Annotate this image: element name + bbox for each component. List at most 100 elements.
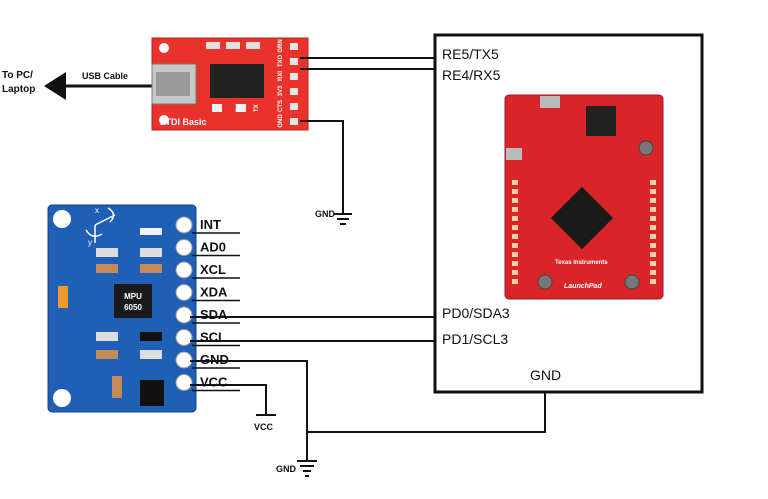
mpu-pin-label-int: INT bbox=[200, 217, 221, 232]
component-icon bbox=[226, 42, 240, 49]
component-icon bbox=[112, 376, 122, 398]
pin-hole-icon bbox=[175, 374, 193, 391]
component-icon bbox=[140, 264, 162, 273]
mcu-chip-icon bbox=[550, 186, 614, 250]
header-pin-icon bbox=[650, 279, 656, 284]
header-pin-icon bbox=[650, 189, 656, 194]
pin-hole-icon bbox=[175, 351, 193, 369]
header-pin-icon bbox=[650, 261, 656, 266]
pin-hole-icon bbox=[175, 216, 193, 234]
header-pin-icon bbox=[290, 73, 298, 80]
header-pin-icon bbox=[650, 252, 656, 257]
launchpad-model: LaunchPad bbox=[564, 283, 602, 290]
component-icon bbox=[140, 350, 162, 359]
header-pin-icon bbox=[650, 198, 656, 203]
mount-hole-icon bbox=[159, 115, 169, 125]
ftdi-pin-label: TXO bbox=[278, 55, 284, 68]
pin-hole-icon bbox=[175, 284, 193, 301]
header-pin-icon bbox=[512, 207, 518, 212]
component-icon bbox=[206, 42, 220, 49]
usb-connector-icon bbox=[506, 148, 522, 160]
header-pin-icon bbox=[290, 103, 298, 110]
user-button-icon bbox=[624, 274, 640, 290]
mpu-pin-label-vcc: VCC bbox=[200, 375, 228, 390]
pin-hole-icon bbox=[175, 261, 193, 279]
ftdi-pin-label: CTS bbox=[278, 100, 284, 112]
header-pin-icon bbox=[650, 270, 656, 275]
header-pin-icon bbox=[290, 58, 298, 65]
ground-icon bbox=[297, 460, 317, 477]
component-icon bbox=[246, 42, 260, 49]
capacitor-icon bbox=[58, 286, 68, 308]
usb-connector-icon bbox=[540, 96, 560, 108]
mount-hole-icon bbox=[53, 389, 71, 407]
ftdi-pin-label: GRN bbox=[278, 39, 284, 52]
port-label-gnd: GND bbox=[530, 367, 561, 383]
header-pin-icon bbox=[512, 252, 518, 257]
ftdi-gnd-label: GND bbox=[315, 209, 336, 219]
led-icon bbox=[212, 104, 222, 112]
mpu-gnd-label: GND bbox=[276, 464, 297, 474]
component-icon bbox=[96, 264, 118, 273]
header-pin-icon bbox=[512, 216, 518, 221]
wire-launchpad-gnd bbox=[307, 392, 546, 433]
mpu-pin-label-ad0: AD0 bbox=[200, 240, 226, 255]
header-pin-icon bbox=[650, 234, 656, 239]
pc-label-line2: Laptop bbox=[2, 84, 35, 95]
axis-x-glyph: x bbox=[95, 206, 99, 215]
mpu-pin-label-sda: SDA bbox=[200, 307, 228, 322]
header-pin-icon bbox=[650, 243, 656, 248]
component-icon bbox=[96, 350, 118, 359]
axis-y-glyph: y bbox=[88, 238, 92, 247]
debug-chip-icon bbox=[586, 106, 616, 136]
regulator-icon bbox=[140, 380, 164, 406]
port-label-pd1: PD1/SCL3 bbox=[442, 331, 508, 347]
port-label-re4: RE4/RX5 bbox=[442, 67, 501, 83]
header-pin-icon bbox=[650, 225, 656, 230]
header-pin-icon bbox=[650, 207, 656, 212]
header-pin-icon bbox=[512, 279, 518, 284]
launchpad-brand: Texas Instruments bbox=[555, 260, 608, 266]
wire-ftdi-gnd bbox=[300, 120, 344, 213]
header-pin-icon bbox=[512, 225, 518, 230]
port-label-re5: RE5/TX5 bbox=[442, 46, 499, 62]
header-pin-icon bbox=[512, 189, 518, 194]
pc-label-line1: To PC/ bbox=[2, 70, 33, 81]
header-pin-icon bbox=[650, 180, 656, 185]
launchpad-headers bbox=[512, 180, 656, 284]
ftdi-title: FTDI Basic bbox=[160, 117, 207, 127]
arrow-icon bbox=[44, 72, 66, 100]
header-pin-icon bbox=[650, 216, 656, 221]
usb-cable-label: USB Cable bbox=[82, 71, 128, 81]
mpu6050-board: x y MPU 6050 bbox=[47, 204, 197, 413]
header-pin-icon bbox=[290, 88, 298, 95]
launchpad-board: Texas Instruments LaunchPad bbox=[504, 94, 664, 300]
header-pin-icon bbox=[512, 198, 518, 203]
axis-icon bbox=[85, 207, 116, 243]
mpu-chip-line1: MPU bbox=[124, 292, 142, 301]
vcc-label: VCC bbox=[254, 422, 274, 432]
mpu-chip-line2: 6050 bbox=[124, 303, 142, 312]
component-icon bbox=[96, 332, 118, 341]
mpu-pin-label-xda: XDA bbox=[200, 285, 228, 300]
header-pin-icon bbox=[512, 243, 518, 248]
component-icon bbox=[140, 228, 162, 235]
usb-connector-inner bbox=[156, 72, 190, 96]
ground-icon bbox=[334, 213, 352, 225]
pin-hole-icon bbox=[175, 306, 193, 324]
wires bbox=[190, 57, 546, 460]
header-pin-icon bbox=[290, 43, 298, 50]
led-icon bbox=[236, 104, 246, 112]
mpu-pin-label-gnd: GND bbox=[200, 352, 229, 367]
wire-vcc bbox=[190, 384, 267, 414]
header-pin-icon bbox=[290, 118, 298, 125]
mpu-header bbox=[175, 216, 193, 391]
ftdi-pin-label: 3V3 bbox=[278, 85, 284, 96]
component-icon bbox=[96, 248, 118, 257]
ftdi-rx-label: RX bbox=[236, 104, 242, 112]
reset-button-icon bbox=[638, 140, 654, 156]
header-pin-icon bbox=[512, 261, 518, 266]
header-pin-icon bbox=[512, 270, 518, 275]
pc-endpoint: To PC/ Laptop USB Cable bbox=[2, 70, 158, 100]
